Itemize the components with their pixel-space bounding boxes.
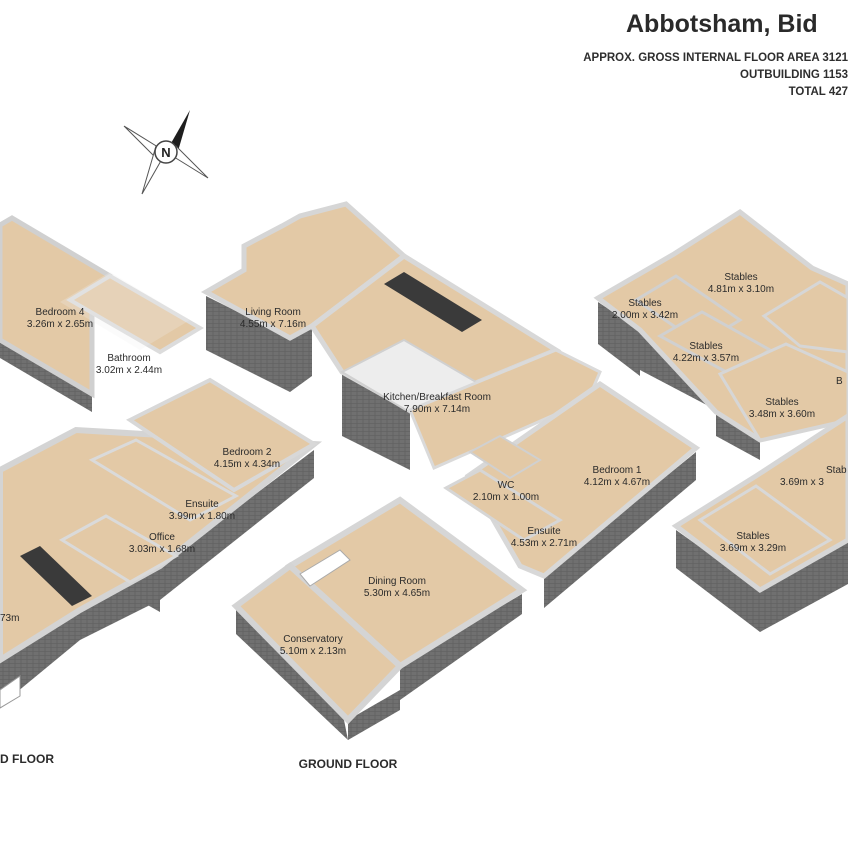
bedroom-1-dims: 4.12m x 4.67m bbox=[584, 477, 650, 488]
gross-floor-area: APPROX. GROSS INTERNAL FLOOR AREA 3121 bbox=[583, 52, 848, 64]
stables-e-name: Stab bbox=[826, 465, 847, 476]
conservatory-name: Conservatory bbox=[283, 634, 342, 645]
left-floor-label: D FLOOR bbox=[0, 752, 54, 766]
ensuite-upper-name: Ensuite bbox=[185, 499, 219, 510]
stables-b-name: Stables bbox=[724, 272, 757, 283]
bathroom-dims: 3.02m x 2.44m bbox=[96, 365, 162, 376]
ensuite-ground-dims: 4.53m x 2.71m bbox=[511, 538, 577, 549]
stables-e-dims: 3.69m x 3 bbox=[780, 477, 824, 488]
stables-d-name: Stables bbox=[765, 397, 798, 408]
stables-b-dims: 4.81m x 3.10m bbox=[708, 284, 774, 295]
stables-d-dims: 3.48m x 3.60m bbox=[749, 409, 815, 420]
north-arrow-icon: N bbox=[123, 110, 209, 195]
kitchen-name: Kitchen/Breakfast Room bbox=[383, 392, 491, 403]
conservatory-dims: 5.10m x 2.13m bbox=[280, 646, 346, 657]
dining-room-dims: 5.30m x 4.65m bbox=[364, 588, 430, 599]
page-title: Abbotsham, Bid bbox=[626, 10, 818, 38]
stables-a-name: Stables bbox=[628, 298, 661, 309]
bedroom-2-name: Bedroom 2 bbox=[223, 447, 272, 458]
ensuite-ground-name: Ensuite bbox=[527, 526, 561, 537]
kitchen-dims: 7.90m x 7.14m bbox=[404, 404, 470, 415]
dining-room-name: Dining Room bbox=[368, 576, 426, 587]
wc-dims: 2.10m x 1.00m bbox=[473, 492, 539, 503]
stables-f-dims: 3.69m x 3.29m bbox=[720, 543, 786, 554]
partial-room-dims: 73m bbox=[0, 613, 19, 624]
office-name: Office bbox=[149, 532, 175, 543]
living-room-dims: 4.55m x 7.16m bbox=[240, 319, 306, 330]
compass-letter: N bbox=[161, 145, 170, 160]
bedroom-4-name: Bedroom 4 bbox=[36, 307, 85, 318]
left-floor-block bbox=[0, 215, 323, 709]
total-area: TOTAL 427 bbox=[788, 86, 848, 98]
bedroom-2-dims: 4.15m x 4.34m bbox=[214, 459, 280, 470]
stables-c-dims: 4.22m x 3.57m bbox=[673, 353, 739, 364]
bedroom-1-name: Bedroom 1 bbox=[593, 465, 642, 476]
ground-floor-label: GROUND FLOOR bbox=[299, 757, 398, 771]
bathroom-name: Bathroom bbox=[107, 353, 150, 364]
partial-room-name: B bbox=[836, 376, 843, 387]
bedroom-4-dims: 3.26m x 2.65m bbox=[27, 319, 93, 330]
stables-a-dims: 2.00m x 3.42m bbox=[612, 310, 678, 321]
stables-c-name: Stables bbox=[689, 341, 722, 352]
living-room-name: Living Room bbox=[245, 307, 301, 318]
stables-f-name: Stables bbox=[736, 531, 769, 542]
office-dims: 3.03m x 1.68m bbox=[129, 544, 195, 555]
outbuilding-block bbox=[593, 208, 848, 632]
ground-floor-block bbox=[200, 201, 701, 740]
outbuilding-area: OUTBUILDING 1153 bbox=[740, 69, 848, 81]
wc-name: WC bbox=[498, 480, 515, 491]
ensuite-upper-dims: 3.99m x 1.80m bbox=[169, 511, 235, 522]
